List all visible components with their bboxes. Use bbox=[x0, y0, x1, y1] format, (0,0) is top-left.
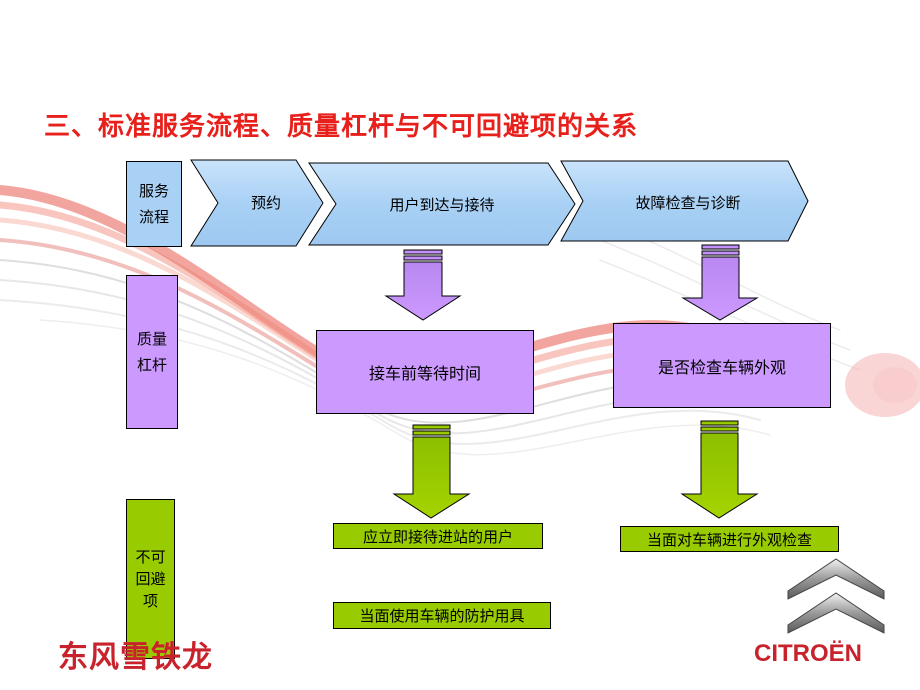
citroen-chevrons-logo-icon bbox=[787, 558, 885, 634]
row-label-process-line1: 服务 bbox=[138, 182, 169, 200]
chevron-step-2 bbox=[308, 162, 576, 246]
chevron-step-1 bbox=[190, 159, 324, 247]
row-label-unavoidable: 不可 回避 项 bbox=[126, 499, 175, 659]
row-label-process: 服务 流程 bbox=[126, 161, 182, 247]
chevron-step-3 bbox=[560, 160, 809, 242]
unavoidable-item-protective-gear: 当面使用车辆的防护用具 bbox=[333, 602, 551, 629]
unavoidable-item-exterior-inspection: 当面对车辆进行外观检查 bbox=[620, 526, 839, 552]
leverage-box-wait-time: 接车前等待时间 bbox=[316, 330, 534, 414]
row-label-unavoidable-line1: 不可 bbox=[135, 548, 166, 566]
arrow-down-icon-green-2 bbox=[680, 420, 759, 519]
arrow-down-icon-purple-2 bbox=[681, 244, 759, 321]
row-label-unavoidable-line2: 回避 bbox=[135, 570, 166, 588]
row-label-process-line2: 流程 bbox=[138, 208, 169, 226]
citroen-wordmark: CITROËN bbox=[754, 640, 862, 667]
arrow-down-icon-purple-1 bbox=[384, 249, 462, 321]
unavoidable-item-greet-customer: 应立即接待进站的用户 bbox=[333, 523, 543, 549]
dongfeng-citroen-logo-text: 东风雪铁龙 bbox=[58, 640, 213, 675]
arrow-down-icon-green-1 bbox=[392, 424, 471, 519]
page-title: 三、标准服务流程、质量杠杆与不可回避项的关系 bbox=[44, 112, 639, 142]
process-step-1-label: 预约 bbox=[250, 193, 281, 212]
leverage-box-exterior-check: 是否检查车辆外观 bbox=[613, 323, 831, 408]
row-label-unavoidable-line3: 项 bbox=[142, 592, 158, 610]
row-label-leverage-line1: 质量 bbox=[136, 330, 167, 348]
row-label-leverage: 质量 杠杆 bbox=[126, 275, 178, 429]
process-step-2-label: 用户到达与接待 bbox=[389, 195, 495, 214]
process-step-3-label: 故障检查与诊断 bbox=[635, 193, 741, 212]
row-label-leverage-line2: 杠杆 bbox=[136, 356, 167, 374]
